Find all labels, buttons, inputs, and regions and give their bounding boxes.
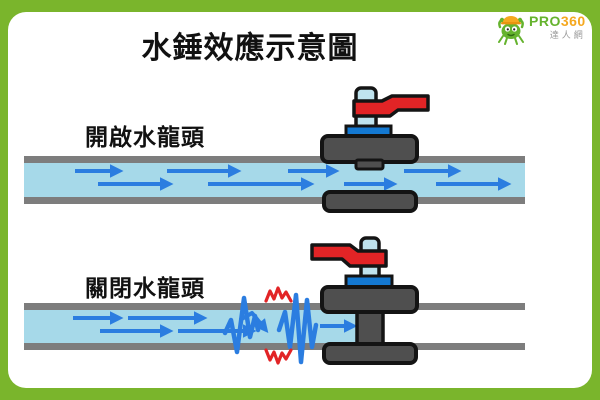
valve-base-2	[322, 342, 418, 365]
valve-closed	[310, 236, 419, 365]
impact-sparks	[264, 286, 293, 365]
logo-text: PRO360 達人網	[529, 14, 586, 40]
label-open-faucet: 開啟水龍頭	[85, 124, 205, 150]
pipe-closed-section	[24, 286, 525, 365]
label-closed-faucet: 關閉水龍頭	[85, 275, 205, 301]
spark-top	[264, 286, 293, 303]
pipe-wall-top-2	[24, 303, 525, 310]
valve-open	[320, 86, 430, 213]
valve-base-1	[322, 190, 418, 213]
crab-mascot-icon	[498, 16, 524, 45]
valve-handle-closed	[310, 243, 388, 268]
spark-bottom	[264, 348, 293, 365]
logo-360: 360	[560, 13, 586, 29]
logo-subtitle: 達人網	[549, 30, 586, 40]
pipe-wall-top-1	[24, 156, 525, 163]
page-title: 水錘效應示意圖	[141, 32, 359, 65]
pipe-open-section	[24, 156, 525, 204]
water-open	[24, 163, 525, 197]
valve-handle-open	[352, 94, 430, 118]
valve-body-1	[320, 134, 419, 164]
valve-body-2	[320, 285, 419, 314]
flow-arrows-open	[75, 164, 512, 191]
valve-seat-tab	[354, 158, 385, 171]
rebound-arrow	[238, 311, 269, 333]
pipe-wall-bottom-2	[24, 343, 525, 350]
logo-pro: PRO	[529, 13, 561, 29]
pro360-logo: PRO360 達人網	[496, 14, 588, 48]
pipe-wall-bottom-1	[24, 197, 525, 204]
